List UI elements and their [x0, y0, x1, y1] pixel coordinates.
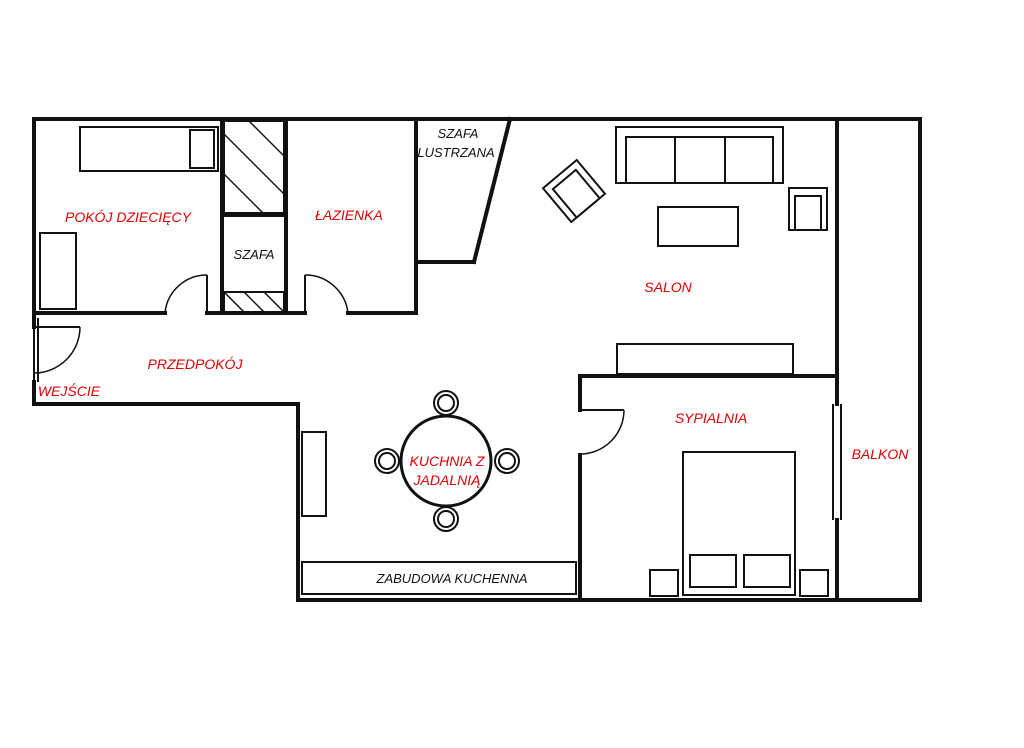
kids-desk	[39, 232, 77, 310]
label-kitchen-counter: ZABUDOWA KUCHENNA	[376, 571, 528, 586]
armchair-left	[541, 158, 607, 224]
label-mirror-wardrobe-line2: LUSTRZANA	[417, 145, 494, 160]
label-entrance: WEJŚCIE	[38, 382, 101, 399]
nightstand-right	[799, 569, 829, 597]
label-bathroom: ŁAZIENKA	[315, 207, 383, 223]
label-bedroom: SYPIALNIA	[675, 410, 747, 426]
door-kids-room	[164, 274, 208, 314]
label-balcony: BALKON	[852, 446, 910, 462]
balcony-window	[832, 404, 842, 520]
double-bed	[682, 451, 796, 596]
label-kitchen-line1: KUCHNIA Z	[410, 453, 485, 469]
label-closet: SZAFA	[234, 247, 275, 262]
coffee-table	[657, 206, 739, 247]
kitchen-counter	[301, 561, 577, 595]
chair-top	[433, 390, 459, 416]
kitchen-side-counter	[301, 431, 327, 517]
label-mirror-wardrobe-line1: SZAFA	[438, 126, 479, 141]
chair-bottom	[433, 506, 459, 532]
closet-hatch-top-frame	[223, 120, 285, 214]
label-kitchen-line2: JADALNIĄ	[413, 472, 481, 488]
chair-right	[494, 448, 520, 474]
label-kids-room: POKÓJ DZIECIĘCY	[65, 209, 193, 225]
door-bedroom	[579, 409, 625, 455]
chair-left	[374, 448, 400, 474]
kids-bed	[79, 126, 219, 172]
dining-table	[399, 414, 493, 508]
door-entrance	[33, 318, 81, 382]
label-hallway: PRZEDPOKÓJ	[148, 356, 244, 372]
tv-cabinet	[616, 343, 794, 375]
label-living-room: SALON	[644, 279, 692, 295]
dining-set	[374, 390, 520, 532]
nightstand-left	[649, 569, 679, 597]
armchair-right	[788, 187, 828, 231]
closet-hatch-bottom	[224, 292, 284, 313]
door-bathroom	[304, 274, 349, 314]
sofa	[615, 126, 784, 184]
walls	[32, 116, 922, 602]
